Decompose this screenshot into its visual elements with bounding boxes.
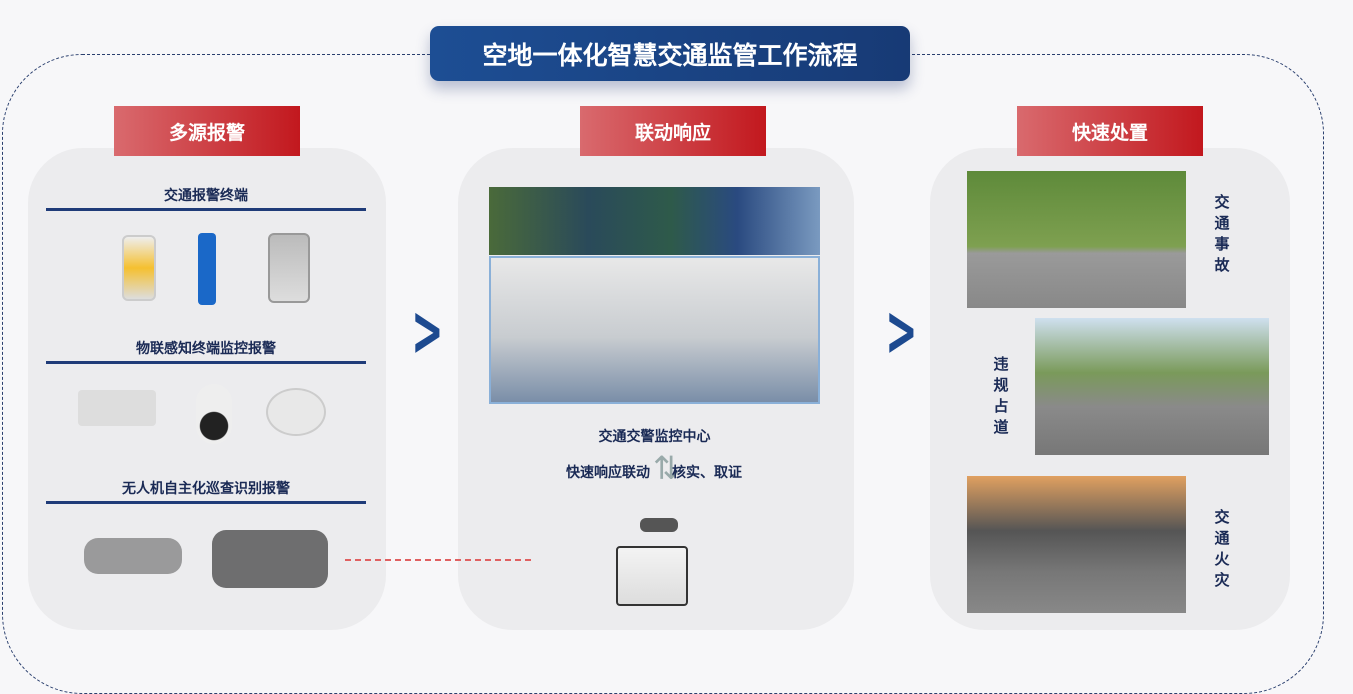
control-room-image — [489, 256, 820, 404]
intercom-image — [268, 233, 310, 303]
dashed-link-arrow — [345, 559, 531, 561]
disposal-tag: 快速处置 — [1017, 106, 1203, 156]
case-label-fire: 交通火灾 — [1214, 508, 1230, 589]
verify-evidence-label: 核实、取证 — [672, 465, 742, 481]
drone-dock-image — [616, 546, 688, 606]
monitoring-center-label: 交通交警监控中心 — [598, 429, 711, 445]
dome-camera-image — [196, 384, 232, 444]
lane-occupation-photo — [1035, 318, 1269, 455]
chevron-right-icon: > — [411, 290, 444, 372]
drone-image — [640, 518, 678, 532]
bidirectional-arrow-icon: ⇅ — [653, 449, 680, 487]
alarm-pillar-image — [198, 233, 216, 305]
drone-image — [212, 530, 328, 588]
response-tag: 联动响应 — [580, 106, 766, 156]
divider — [46, 501, 366, 504]
section-traffic-alarm-terminal: 交通报警终端 — [164, 188, 248, 204]
phone-image — [122, 235, 156, 301]
bullet-camera-image — [78, 390, 156, 426]
divider — [46, 361, 366, 364]
monitoring-screens-image — [489, 187, 820, 255]
vehicle-fire-photo — [967, 476, 1186, 613]
smoke-detector-image — [266, 388, 326, 436]
section-iot-alarm: 物联感知终端监控报警 — [136, 341, 276, 357]
case-label-accident: 交通事故 — [1214, 193, 1230, 274]
drone-image — [84, 538, 182, 574]
divider — [46, 208, 366, 211]
case-label-lane-occupation: 违规占道 — [993, 355, 1009, 436]
chevron-right-icon: > — [885, 290, 918, 372]
section-drone-patrol: 无人机自主化巡查识别报警 — [122, 481, 290, 497]
accident-photo — [967, 171, 1186, 308]
alarm-tag: 多源报警 — [114, 106, 300, 156]
rapid-response-label: 快速响应联动 — [566, 465, 650, 481]
page-title: 空地一体化智慧交通监管工作流程 — [430, 26, 910, 81]
